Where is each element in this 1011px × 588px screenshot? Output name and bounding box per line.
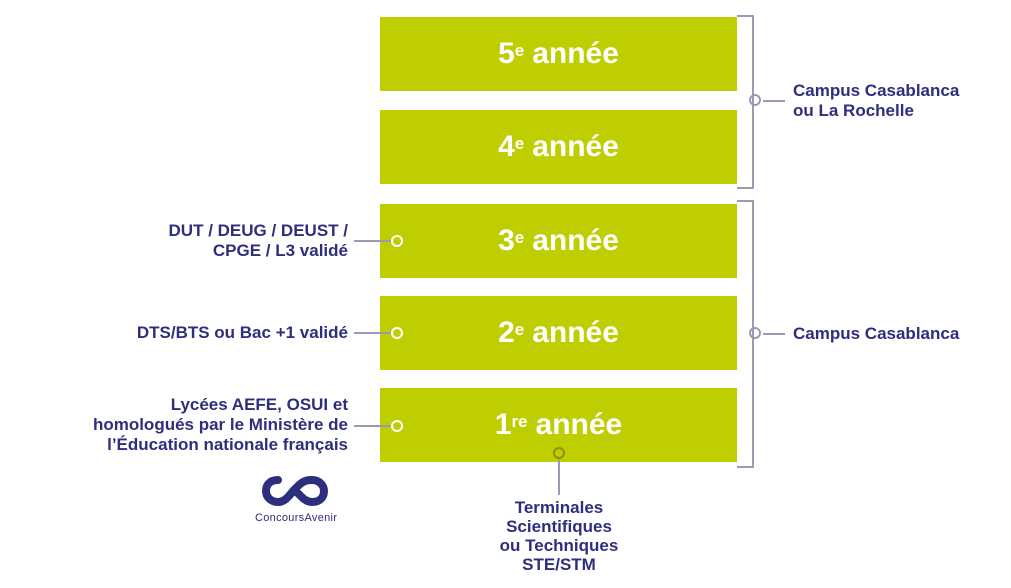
year-suffix: re	[511, 412, 528, 431]
year-word: année	[532, 130, 619, 163]
label-line: homologués par le Ministère de	[92, 415, 348, 434]
year-word: année	[532, 224, 619, 257]
connector-year2-node	[391, 327, 403, 339]
label-line: l’Éducation nationale français	[107, 435, 348, 454]
label-line: Lycées AEFE, OSUI et	[170, 395, 348, 414]
label-year2-prereq: DTS/BTS ou Bac +1 validé	[137, 323, 348, 343]
year-number: 3	[498, 224, 515, 257]
bottom-connector	[558, 459, 560, 495]
infinity-logo-icon	[262, 475, 328, 507]
year-number: 2	[498, 316, 515, 349]
year-suffix: e	[514, 41, 525, 60]
bracket-bottom-bottom-cap	[737, 466, 753, 468]
year-number: 5	[498, 37, 515, 70]
label-campus-bottom: Campus Casablanca	[793, 324, 959, 344]
year-number: 4	[498, 130, 515, 163]
bracket-top-cap	[737, 15, 753, 17]
label-line: Terminales	[514, 498, 604, 517]
logo-text: ConcoursAvenir	[255, 512, 338, 524]
connector-year1	[354, 425, 392, 427]
bracket-top-bottom-cap	[737, 187, 753, 189]
bracket-bottom-node	[749, 327, 761, 339]
label-line: ou Techniques	[499, 536, 619, 555]
label-year1-prereq: Lycées AEFE, OSUI et homologués par le M…	[93, 395, 348, 455]
label-year3-prereq: DUT / DEUG / DEUST / CPGE / L3 validé	[169, 221, 348, 261]
connector-year1-node	[391, 420, 403, 432]
connector-year3-node	[391, 235, 403, 247]
label-line: ou La Rochelle	[793, 101, 914, 120]
year-word: année	[532, 316, 619, 349]
label-campus-top: Campus Casablanca ou La Rochelle	[793, 81, 959, 121]
year-number: 1	[494, 408, 512, 441]
year-word: année	[532, 37, 619, 70]
connector-year2	[354, 332, 392, 334]
bracket-top-node	[749, 94, 761, 106]
bracket-bottom-connector	[763, 333, 785, 335]
connector-year3	[354, 240, 392, 242]
label-line: CPGE / L3 validé	[212, 241, 348, 260]
bracket-top-connector	[763, 100, 785, 102]
label-line: DUT / DEUG / DEUST /	[168, 221, 348, 240]
label-line: Campus Casablanca	[793, 324, 960, 343]
year-suffix: e	[514, 228, 525, 247]
year-suffix: e	[514, 320, 525, 339]
year-word: année	[535, 408, 623, 441]
label-line: Scientifiques	[506, 517, 612, 536]
year-suffix: e	[514, 134, 525, 153]
label-terminales: Terminales Scientifiques ou Techniques S…	[459, 498, 659, 574]
bracket-bottom-cap	[737, 200, 753, 202]
label-line: DTS/BTS ou Bac +1 validé	[136, 323, 348, 342]
label-line: Campus Casablanca	[793, 81, 960, 100]
bottom-node	[553, 447, 565, 459]
label-line: STE/STM	[522, 555, 596, 574]
